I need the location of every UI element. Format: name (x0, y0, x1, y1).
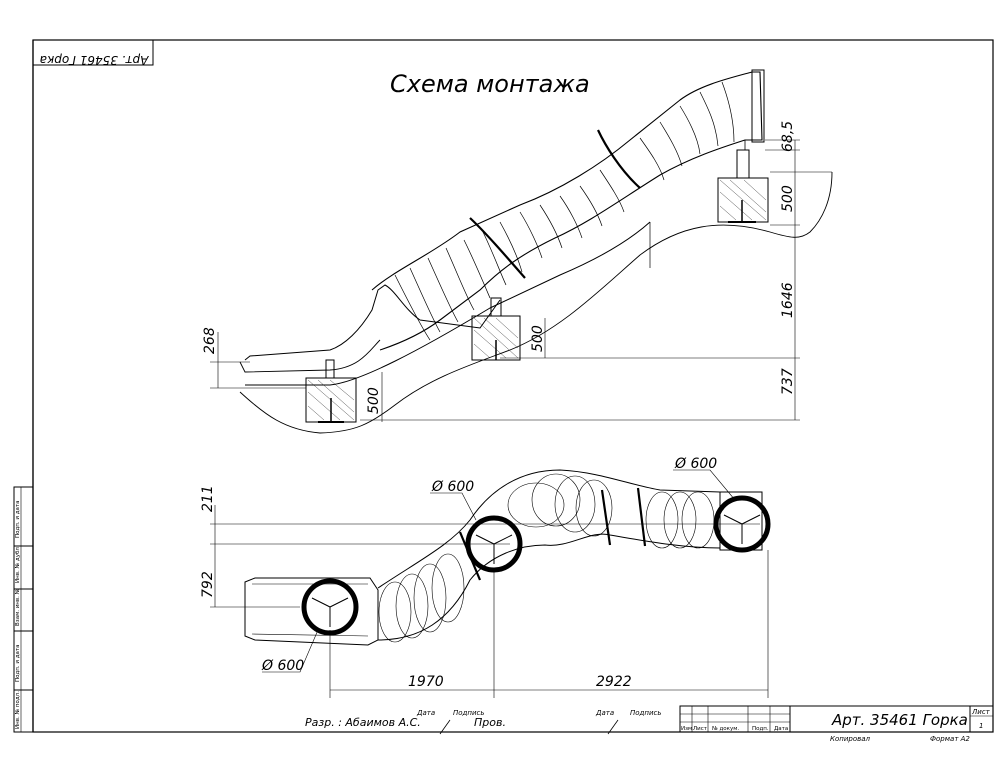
mirrored-stamp-text: Арт. 35461 Горка (40, 53, 150, 67)
post-bottom (325, 359, 335, 379)
dim-211: 211 (200, 485, 216, 512)
stamp-sheet-number: 1 (979, 722, 983, 730)
stamp-checker: Пров. (474, 716, 506, 729)
margin-cell-2: Инв. № дубл. (15, 545, 21, 583)
dim-68-5: 68,5 (780, 121, 796, 152)
foundation-bottom (305, 377, 357, 423)
stamp-article: Арт. 35461 Горка (831, 711, 968, 729)
plan-flange-right (600, 487, 647, 547)
mirrored-stamp: Арт. 35461 Горка (32, 39, 154, 67)
dia-bottom: Ø 600 (261, 658, 304, 674)
stamp-sign-label-2: Подпись (630, 709, 662, 717)
ground-contour (239, 171, 833, 434)
dim-737: 737 (780, 368, 796, 395)
margin-cell-5: Инв. № подл. (15, 691, 21, 729)
dia-top: Ø 600 (674, 456, 717, 472)
plan-tube-outer (377, 469, 721, 589)
header-doc: № докум. (712, 726, 739, 732)
slide-tube (371, 71, 763, 351)
left-margin-table: Подп. и дата Инв. № дубл. Взам. инв. № П… (13, 486, 34, 733)
dim-500-top: 500 (780, 185, 796, 212)
title-block (439, 705, 994, 735)
elevation-view (210, 69, 833, 434)
stamp-format: Формат А2 (930, 735, 970, 743)
plan-tube-inner (377, 533, 721, 641)
stamp-date-label-2: Дата (595, 709, 614, 717)
entry-end (751, 69, 765, 143)
dim-1646: 1646 (780, 282, 796, 318)
dim-268: 268 (202, 327, 218, 354)
foundation-top (717, 177, 769, 223)
slide-chute (244, 284, 501, 361)
plan-view (210, 469, 771, 698)
header-date: Дата (774, 726, 788, 732)
margin-cell-1: Подп. и дата (15, 501, 21, 538)
header-list: Лист (693, 726, 708, 732)
dim-500-mid: 500 (530, 325, 546, 352)
dia-mid: Ø 600 (431, 479, 474, 495)
dim-2922: 2922 (596, 674, 632, 690)
dim-792: 792 (200, 571, 216, 598)
flange-upper (597, 129, 641, 189)
header-izm: Изм. (681, 726, 694, 732)
signature-line-1 (439, 719, 451, 735)
stamp-copied: Копировал (830, 735, 871, 743)
foundation-mid (471, 315, 521, 361)
drawing-title: Схема монтажа (390, 70, 590, 98)
flange-lower (469, 217, 526, 279)
stamp-sheet-label: Лист (971, 708, 991, 716)
signature-line-2 (607, 719, 619, 735)
dim-500-bottom: 500 (366, 387, 382, 414)
stamp-developer: Разр. : Абаимов А.С. (305, 716, 421, 729)
stamp-date-label-1: Дата (416, 709, 435, 717)
outer-frame (32, 39, 994, 733)
stamp-sign-label-1: Подпись (453, 709, 485, 717)
post-top (736, 149, 750, 179)
dim-1970: 1970 (408, 674, 444, 690)
margin-cell-4: Подп. и дата (15, 645, 21, 682)
margin-cell-3: Взам. инв. № (15, 588, 21, 626)
header-sign: Подп. (752, 726, 769, 732)
